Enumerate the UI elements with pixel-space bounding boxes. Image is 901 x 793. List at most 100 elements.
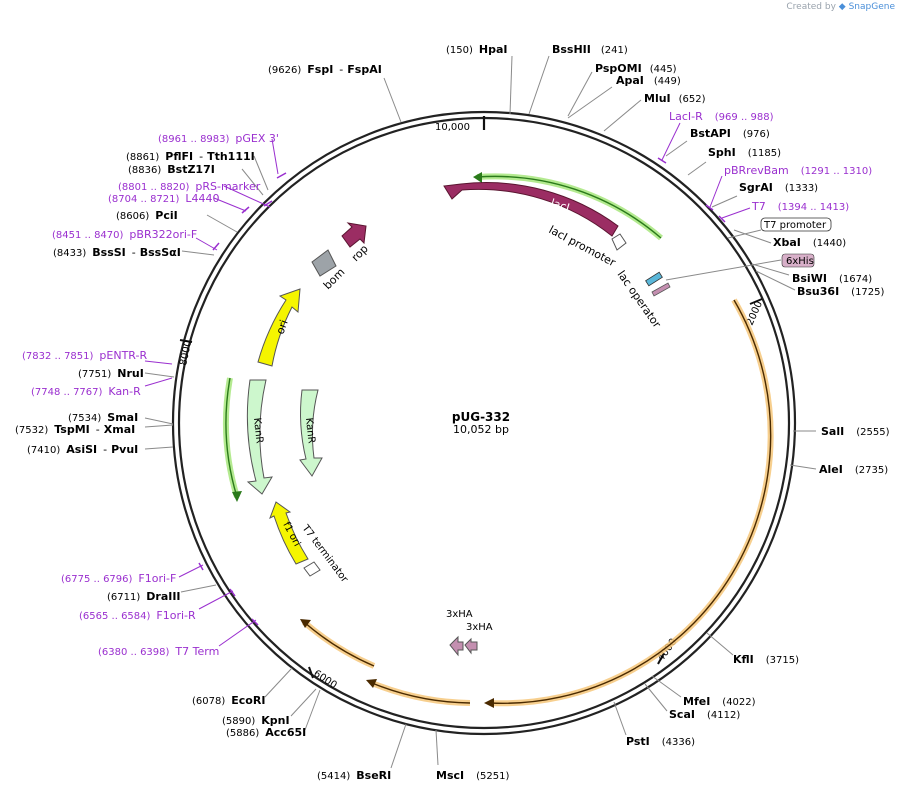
- orf-laci-line: [476, 175, 662, 239]
- site-fspi: (9626)FspI-FspAI: [268, 63, 382, 76]
- leader-lacir: [661, 122, 681, 161]
- site-bstz17i: (8836)BstZ17I: [128, 163, 215, 176]
- site-sgrai: SgrAI(1333): [739, 181, 818, 194]
- leader-psti: [613, 701, 627, 736]
- orf-kanr-arrowhead: [232, 491, 242, 502]
- lac-operator-feature: [645, 271, 663, 287]
- leader-pgex3: [271, 138, 279, 175]
- site-pspomi: PspOMI(445): [595, 62, 677, 75]
- kanr-label-1: KanR: [251, 417, 265, 444]
- leader-apai: [567, 86, 613, 119]
- primer-pgex3: (8961 .. 8983)pGEX 3': [158, 132, 279, 145]
- orf-third-line: [303, 621, 375, 667]
- site-scai: ScaI(4112): [669, 708, 740, 721]
- primer-lacir: LacI-R(969 .. 988): [669, 110, 774, 123]
- site-asisi: (7410)AsiSI-PvuI: [27, 443, 138, 456]
- leader-tspmi: [144, 424, 174, 428]
- orf-third-arrowhead: [300, 619, 311, 628]
- primer-kanr: (7748 .. 7767)Kan-R: [31, 385, 141, 398]
- primer-f1orif: (6775 .. 6796)F1ori-F: [61, 572, 176, 585]
- leader-pspomi: [567, 71, 593, 117]
- leader-sphi: [687, 161, 707, 176]
- mark-prsmarker: [263, 200, 273, 207]
- laci-label: lacI: [549, 196, 571, 214]
- ori-label: ori: [274, 318, 291, 336]
- leader-prsmarker: [223, 185, 271, 208]
- f1-ori-feature: [269, 501, 309, 565]
- site-smai: (7534)SmaI: [68, 411, 138, 424]
- site-bstapi: BstAPI(976): [690, 127, 770, 140]
- leader-xbai: [733, 229, 772, 244]
- ruler-tick-6000: [308, 666, 314, 679]
- primer-pbr322ori: (8451 .. 8470)pBR322ori-F: [52, 228, 197, 241]
- leader-mlui: [603, 99, 642, 132]
- leader-t7-promoter: [727, 229, 762, 239]
- enzyme-labels: (9626)FspI-FspAI (150)HpaI BssHII(241) P…: [15, 43, 890, 782]
- primer-leaders: [144, 122, 782, 647]
- site-bsssi: (8433)BssSI-BssSαI: [53, 246, 181, 259]
- laci-feature: [443, 182, 619, 237]
- leader-pflfi: [253, 155, 269, 191]
- mark-pgex3: [276, 172, 287, 179]
- leader-pbrrevbam: [709, 175, 723, 208]
- laci-promoter-feature: [611, 233, 627, 251]
- kanr-feature-2: [299, 389, 323, 477]
- t7-terminator-feature: [303, 561, 321, 577]
- site-bsiwi: BsiWI(1674): [792, 272, 872, 285]
- kanr-label-2: KanR: [303, 417, 317, 444]
- orf-laci-arrowhead: [473, 172, 482, 183]
- plasmid-size: 10,052 bp: [453, 423, 509, 436]
- site-hpai: (150)HpaI: [446, 43, 508, 56]
- site-acc65i: (5886)Acc65I: [226, 726, 306, 739]
- orf-large-line: [489, 299, 772, 704]
- mark-f1orif: [198, 562, 204, 571]
- ha-label-1: 3xHA: [446, 609, 473, 620]
- leader-pbr322ori: [195, 237, 218, 251]
- site-ecori: (6078)EcoRI: [192, 694, 265, 707]
- leader-l4440: [213, 197, 247, 212]
- ha-label-2: 3xHA: [466, 622, 493, 633]
- mark-pbr322ori: [212, 242, 220, 251]
- his-tag-feature: [651, 282, 671, 297]
- orf-small-line: [371, 682, 471, 704]
- primer-t7: T7(1394 .. 1413): [751, 200, 849, 213]
- leader-bsiwi: [751, 263, 790, 276]
- leader-mfei: [651, 675, 682, 698]
- orf-large-arrowhead: [484, 698, 494, 708]
- ruler-tick-4000: [657, 652, 665, 665]
- mark-pbrrevbam: [705, 204, 714, 211]
- leader-t7: [721, 207, 751, 219]
- site-mlui: MluI(652): [644, 92, 706, 105]
- ruler-label-6000: 6000: [311, 668, 338, 691]
- credit-brand: SnapGene: [848, 2, 895, 12]
- site-kpni: (5890)KpnI: [222, 714, 290, 727]
- leader-pentrr: [144, 360, 173, 365]
- t7-promoter-label: T7 promoter: [763, 220, 827, 231]
- leader-kfli: [706, 632, 734, 656]
- backbone-outer: [171, 110, 797, 736]
- leader-his: [665, 259, 782, 281]
- t7-terminator-label: T7 terminator: [299, 522, 350, 585]
- leader-bsshii: [528, 55, 550, 115]
- leader-fspi: [383, 77, 402, 123]
- leader-sgrai: [711, 195, 738, 208]
- leader-draiii: [180, 584, 217, 593]
- orf-small-glow: [370, 680, 471, 706]
- primer-labels: (8961 .. 8983)pGEX 3' (8801 .. 8820)pRS-…: [22, 110, 872, 658]
- leader-hpai: [509, 55, 513, 115]
- orf-large-glow: [489, 298, 774, 707]
- his-label: 6xHis: [786, 256, 814, 267]
- leader-t7term: [218, 619, 257, 647]
- leader-alei: [789, 464, 817, 470]
- ha-tag-1: [449, 635, 464, 657]
- leader-bstapi: [665, 140, 688, 157]
- leader-nrui: [144, 372, 175, 378]
- primer-prsmarker: (8801 .. 8820)pRS-marker: [118, 180, 261, 193]
- primer-pbrrevbam: pBRrevBam(1291 .. 1310): [724, 164, 872, 177]
- his-box: [781, 253, 815, 268]
- ruler-label-10000: 10,000: [435, 122, 470, 133]
- leader-f1orir: [198, 590, 234, 610]
- leader-kpni: [290, 688, 317, 717]
- leader-bsssi: [181, 250, 215, 256]
- primer-pentrr: (7832 .. 7851)pENTR-R: [22, 349, 147, 362]
